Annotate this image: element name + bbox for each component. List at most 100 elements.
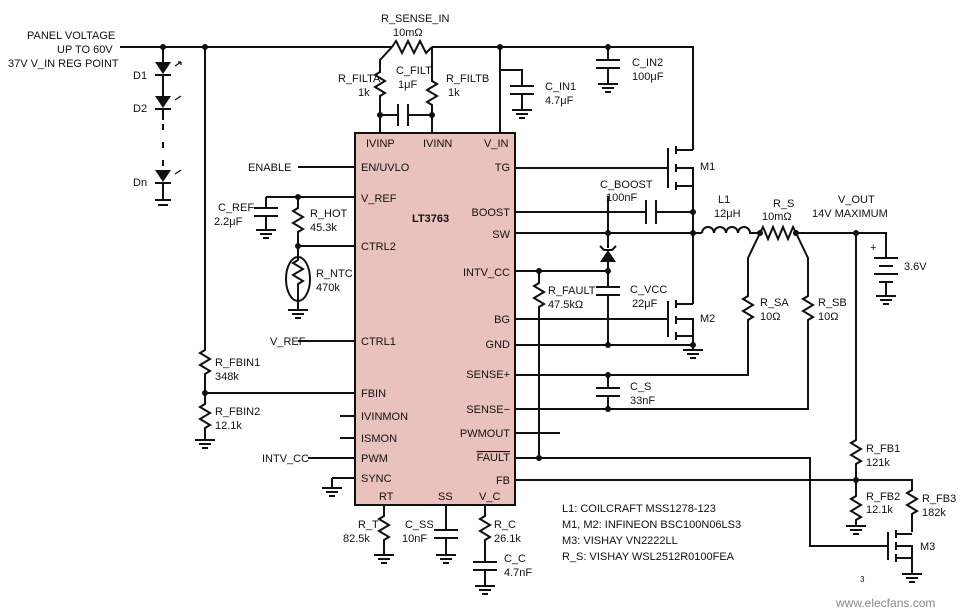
l1-inductor	[701, 226, 760, 234]
ic-name: LT3763	[412, 213, 449, 225]
cboost-capacitor	[645, 200, 657, 224]
ivinmon-wire	[340, 415, 355, 439]
battery-value: 3.6V	[904, 261, 927, 273]
note-m3: M3: VISHAY VN2222LL	[562, 535, 678, 547]
rfault-value: 47.5kΩ	[548, 299, 583, 311]
diode-d1: D1	[133, 70, 147, 82]
cs-capacitor	[596, 375, 620, 409]
m1-name: M1	[700, 161, 715, 173]
pin-ivinp: IVINP	[366, 138, 395, 150]
cin2-capacitor	[596, 47, 620, 93]
rfilta-value: 1k	[358, 87, 370, 99]
m2-name: M2	[700, 313, 715, 325]
note-l1: L1: COILCRAFT MSS1278-123	[562, 503, 716, 515]
pin-fb: FB	[496, 475, 510, 487]
pin-tg: TG	[495, 162, 510, 174]
pin-ctrl2: CTRL2	[361, 241, 396, 253]
fault-wire	[515, 457, 888, 547]
pin-fault: FAULT	[477, 452, 511, 464]
pin-intvcc: INTV_CC	[463, 267, 510, 279]
rsb-value: 10Ω	[818, 311, 838, 323]
rt-resistor	[374, 505, 394, 564]
rfb1-name: R_FB1	[866, 443, 900, 455]
rfb2-name: R_FB2	[866, 491, 900, 503]
battery	[856, 232, 898, 305]
vref-input-label: V_REF	[270, 336, 306, 348]
css-capacitor	[434, 505, 458, 564]
rc-value: 26.1k	[494, 533, 521, 545]
cin2-name: C_IN2	[632, 57, 663, 69]
rt-value: 82.5k	[343, 533, 370, 545]
m1-mosfet	[515, 146, 694, 232]
rfbin2-name: R_FBIN2	[215, 406, 260, 418]
rfbin1-name: R_FBIN1	[215, 357, 260, 369]
rt-name: R_T	[358, 519, 379, 531]
cc-name: C_C	[504, 553, 526, 565]
m2-mosfet	[515, 233, 703, 359]
sync-wire	[322, 477, 355, 497]
pin-ivinmon: IVINMON	[361, 411, 408, 423]
note-m1-m2: M1, M2: INFINEON BSC100N06LS3	[562, 519, 741, 531]
rfbin2-value: 12.1k	[215, 420, 242, 432]
vout-name: V_OUT	[838, 194, 875, 206]
cin1-value: 4.7μF	[545, 95, 574, 107]
panel-label-2: UP TO 60V	[57, 44, 113, 56]
diode-d2: D2	[133, 103, 147, 115]
diode-string	[155, 47, 182, 206]
pin-sense-minus: SENSE−	[466, 404, 510, 416]
rsa-name: R_SA	[760, 297, 789, 309]
rsense-in-value: 10mΩ	[393, 27, 423, 39]
rfbin-resistor	[195, 47, 355, 449]
rsense-in-name: R_SENSE_IN	[381, 13, 450, 25]
pin-ctrl1: CTRL1	[361, 336, 396, 348]
pin-ss: SS	[438, 491, 453, 503]
rhot-resistor	[291, 197, 355, 247]
boost-diode	[599, 196, 617, 251]
battery-plus: +	[870, 242, 876, 254]
rsb-resistor	[515, 232, 815, 410]
pin-en-uvlo: EN/UVLO	[361, 162, 410, 174]
ivinp-wire	[379, 115, 433, 133]
panel-label-1: PANEL VOLTAGE	[27, 30, 115, 42]
pin-bg: BG	[494, 314, 510, 326]
rsb-name: R_SB	[818, 297, 847, 309]
rfb1-value: 121k	[866, 457, 890, 469]
pin-ivinn: IVINN	[423, 138, 452, 150]
rc-resistor	[473, 505, 497, 595]
cfilt-capacitor	[397, 104, 409, 126]
cvcc-name: C_VCC	[630, 284, 667, 296]
rfb3-resistor	[856, 479, 919, 532]
rhot-value: 45.3k	[310, 222, 337, 234]
css-name: C_SS	[405, 519, 434, 531]
pin-vc: V_C	[479, 491, 500, 503]
rfault-name: R_FAULT	[548, 285, 596, 297]
rfault-resistor	[532, 271, 546, 458]
cboost-name: C_BOOST	[600, 179, 653, 191]
cvcc-capacitor	[596, 286, 620, 345]
rfb2-value: 12.1k	[866, 504, 893, 516]
enable-label: ENABLE	[248, 162, 291, 174]
pin-vin: V_IN	[484, 138, 509, 150]
rc-name: R_C	[494, 519, 516, 531]
vout-value: 14V MAXIMUM	[812, 208, 888, 220]
cin2-value: 100μF	[632, 71, 664, 83]
cs-name: C_S	[630, 381, 651, 393]
m3-mosfet	[887, 530, 922, 583]
rntc-name: R_NTC	[316, 268, 353, 280]
pin-boost: BOOST	[471, 207, 510, 219]
cfilt-name: C_FILT	[396, 65, 432, 77]
m3-name: M3	[920, 541, 935, 553]
rs-value: 10mΩ	[762, 211, 792, 223]
rfilta-name: R_FILTA	[338, 73, 381, 85]
rfiltb-name: R_FILTB	[446, 73, 489, 85]
pin-pwm: PWM	[361, 453, 388, 465]
pin-ismon: ISMON	[361, 433, 397, 445]
cs-value: 33nF	[630, 395, 655, 407]
rfb1-resistor	[846, 233, 866, 535]
figure-id: 3	[860, 575, 865, 584]
css-value: 10nF	[402, 533, 427, 545]
rntc-value: 470k	[316, 282, 340, 294]
pin-sync: SYNC	[361, 473, 392, 485]
panel-label-3: 37V V_IN REG POINT	[8, 58, 119, 70]
